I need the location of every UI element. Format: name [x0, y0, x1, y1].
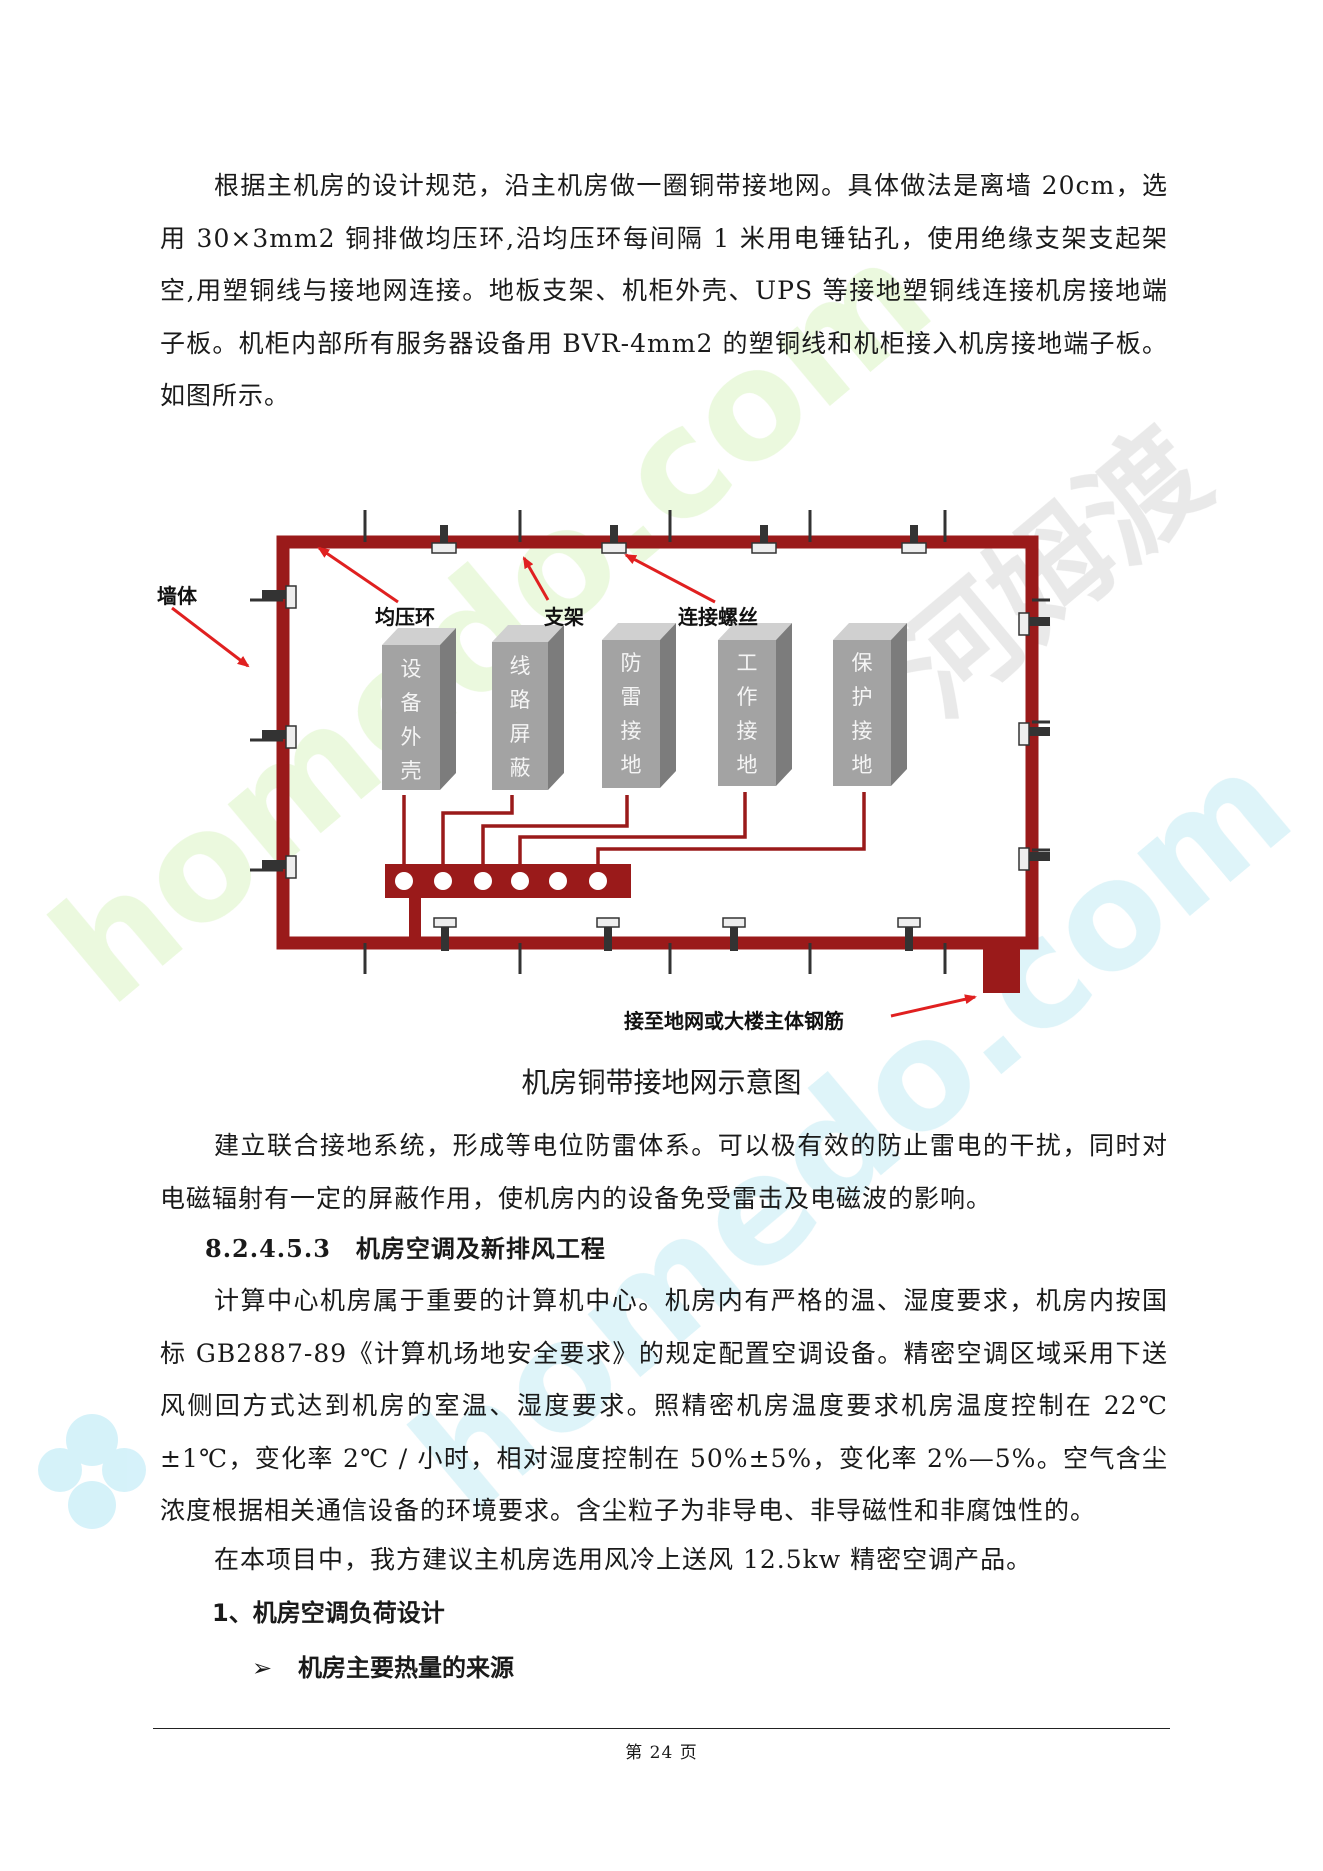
brackets-right — [1032, 598, 1050, 852]
box-equipment-shell — [382, 628, 456, 790]
box-label-char: 工 — [737, 651, 758, 675]
screws-right — [1018, 612, 1050, 871]
bullet-arrow-icon: ➢ — [252, 1654, 273, 1682]
box-working-ground — [718, 623, 792, 786]
screw-icon — [431, 525, 457, 554]
arrow-screw — [624, 553, 716, 604]
arrow-wall — [171, 606, 250, 668]
screw-icon — [751, 525, 777, 554]
screw-icon — [1018, 722, 1050, 746]
figure-caption: 机房铜带接地网示意图 — [521, 1066, 802, 1099]
box-label-char: 地 — [852, 753, 873, 777]
screw-icon — [262, 855, 297, 879]
box-protective-ground — [833, 623, 907, 786]
screw-icon — [897, 917, 921, 951]
screws-left — [262, 585, 297, 879]
screw-icon — [901, 525, 927, 554]
brackets-bottom — [363, 943, 947, 974]
box-label-char: 屏 — [510, 722, 531, 746]
screw-icon — [262, 585, 297, 609]
box-label-char: 防 — [621, 651, 642, 675]
box-label-char: 雷 — [621, 685, 642, 709]
page-number: 第 24 页 — [625, 1743, 698, 1763]
box-label-char: 接 — [852, 719, 873, 743]
ground-lead — [983, 943, 1020, 993]
screws-top — [431, 525, 927, 554]
ground-wires — [402, 792, 866, 864]
screw-icon — [433, 917, 457, 951]
paragraph-joint-grounding: 建立联合接地系统，形成等电位防雷体系。可以极有效的防止雷电的干扰，同时对电磁辐射… — [160, 1131, 1168, 1213]
brackets-left — [250, 598, 283, 872]
box-label-char: 备 — [401, 691, 422, 715]
box-label-char: 地 — [621, 753, 642, 777]
equipment-boxes — [382, 623, 907, 790]
arrow-bracket — [522, 556, 550, 601]
screw-icon — [1018, 847, 1050, 871]
screw-icon — [262, 725, 297, 749]
box-label-char: 壳 — [401, 759, 422, 783]
label-screw: 连接螺丝 — [678, 605, 758, 629]
box-label-char: 外 — [401, 725, 422, 749]
subheading-load-design: 1、机房空调负荷设计 — [212, 1599, 445, 1627]
terminal-bar-stem — [409, 898, 421, 938]
watermark-flower-icon — [38, 1414, 146, 1529]
brackets-top — [363, 510, 947, 542]
label-bracket: 支架 — [544, 605, 584, 629]
box-label-char: 接 — [621, 719, 642, 743]
box-label-char: 蔽 — [510, 756, 531, 780]
box-label-char: 地 — [737, 753, 758, 777]
screw-icon — [1018, 612, 1050, 636]
paragraph-grounding-method: 根据主机房的设计规范，沿主机房做一圈铜带接地网。具体做法是离墙 20cm，选用 … — [160, 171, 1168, 410]
footer-divider — [153, 1728, 1170, 1729]
box-line-shield — [492, 625, 564, 790]
paragraph-hvac-proposal: 在本项目中，我方建议主机房选用风冷上送风 12.5kw 精密空调产品。 — [214, 1545, 1033, 1574]
label-ground: 接至地网或大楼主体钢筋 — [624, 1009, 844, 1033]
terminal-holes — [395, 872, 607, 890]
arrow-ground — [890, 994, 977, 1018]
label-wall: 墙体 — [157, 584, 198, 608]
box-label-char: 保 — [852, 651, 873, 675]
screws-bottom — [433, 917, 921, 951]
bullet-heat-sources: ➢ 机房主要热量的来源 — [252, 1648, 514, 1683]
arrow-ring — [317, 546, 399, 604]
section-heading: 8.2.4.5.3 机房空调及新排风工程 — [205, 1234, 606, 1263]
bullet-text: 机房主要热量的来源 — [298, 1654, 514, 1682]
box-label-char: 作 — [737, 685, 758, 709]
screw-icon — [722, 917, 746, 951]
box-label-char: 接 — [737, 719, 758, 743]
box-lightning-ground — [602, 623, 676, 788]
box-label-char: 设 — [401, 657, 422, 681]
box-label-char: 线 — [510, 654, 531, 678]
screw-icon — [601, 525, 627, 554]
box-label-char: 护 — [852, 685, 873, 709]
label-ring: 均压环 — [375, 605, 435, 629]
box-label-char: 路 — [510, 688, 531, 712]
paragraph-hvac-requirements: 计算中心机房属于重要的计算机中心。机房内有严格的温、湿度要求，机房内按国标 GB… — [160, 1286, 1168, 1525]
screw-icon — [596, 917, 620, 951]
annotation-arrows — [171, 546, 977, 1018]
equipotential-ring — [276, 535, 1039, 950]
